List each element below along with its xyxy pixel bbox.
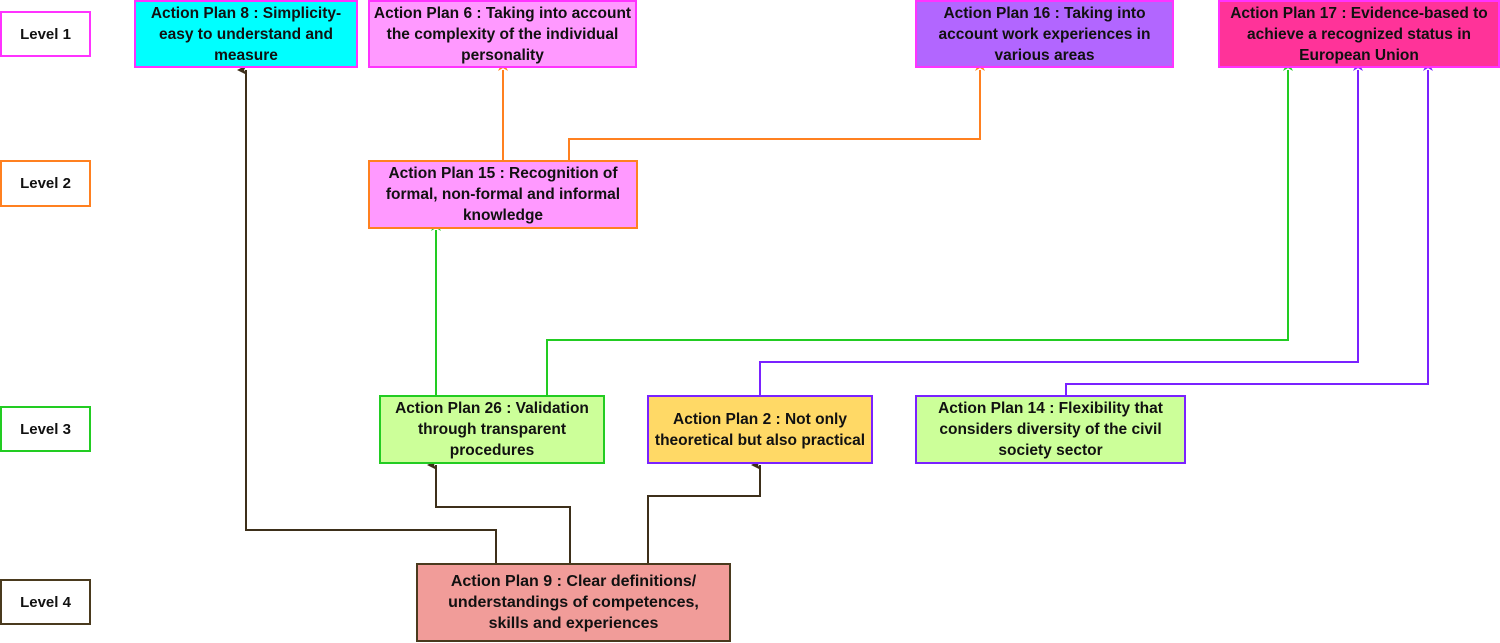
node-action-plan-26[interactable]: Action Plan 26 : Validation through tran…	[379, 395, 605, 464]
node-action-plan-15[interactable]: Action Plan 15 : Recognition of formal, …	[368, 160, 638, 229]
edge-ap9-to-ap2	[647, 460, 761, 563]
node-action-plan-8[interactable]: Action Plan 8 : Simplicity- easy to unde…	[134, 0, 358, 68]
edge-ap2-to-ap17	[759, 61, 1363, 395]
node-action-plan-2[interactable]: Action Plan 2 : Not only theoretical but…	[647, 395, 873, 464]
level-4-label: Level 4	[0, 579, 91, 625]
edge-ap14-to-ap17	[1065, 61, 1433, 395]
edge-ap15-to-ap16	[568, 61, 985, 160]
node-action-plan-14[interactable]: Action Plan 14 : Flexibility that consid…	[915, 395, 1186, 464]
node-action-plan-9[interactable]: Action Plan 9 : Clear definitions/ under…	[416, 563, 731, 642]
edge-ap9-to-ap26	[427, 460, 571, 563]
level-3-label: Level 3	[0, 406, 91, 452]
level-1-label: Level 1	[0, 11, 91, 57]
node-action-plan-6[interactable]: Action Plan 6 : Taking into account the …	[368, 0, 637, 68]
node-action-plan-16[interactable]: Action Plan 16 : Taking into account wor…	[915, 0, 1174, 68]
level-2-label: Level 2	[0, 160, 91, 207]
edge-ap26-to-ap17	[546, 61, 1293, 395]
edge-ap9-to-ap8	[237, 65, 497, 563]
node-action-plan-17[interactable]: Action Plan 17 : Evidence-based to achie…	[1218, 0, 1500, 68]
